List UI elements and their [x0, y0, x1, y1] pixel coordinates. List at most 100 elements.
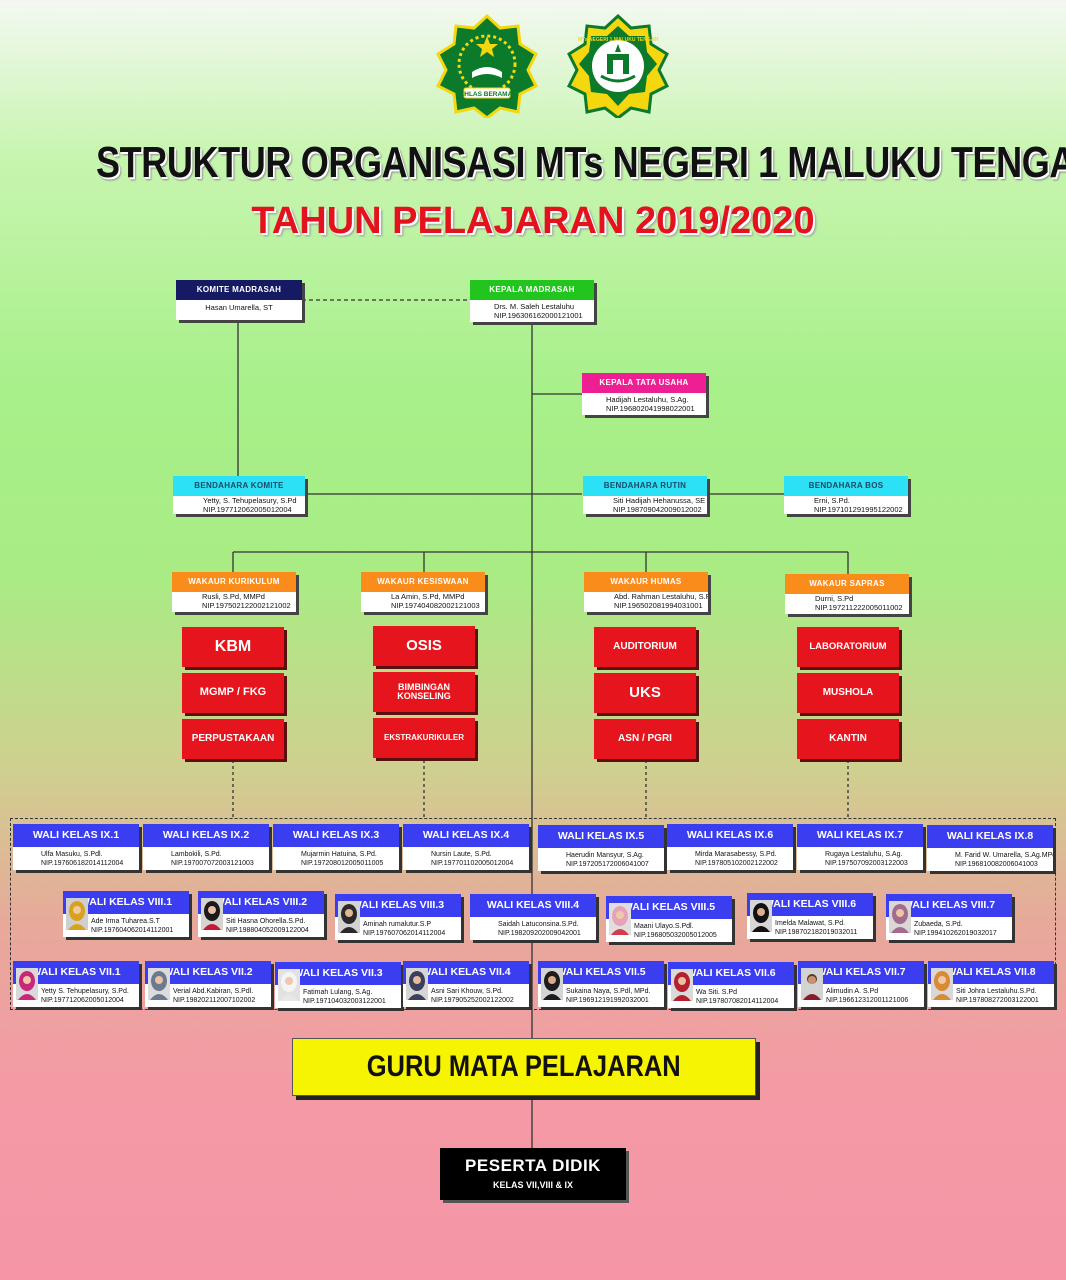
unit-auditorium: AUDITORIUM	[594, 627, 696, 667]
wali-nip: NIP.197701102005012004	[431, 860, 514, 867]
komite-title: KOMITE MADRASAH	[176, 280, 302, 300]
wali-nip: NIP.199410262019032017	[914, 930, 997, 937]
wakaur-kesiswaan-box: WAKAUR KESISWAAN La Amin, S.Pd, MMPd NIP…	[361, 572, 485, 612]
wakaur-humas-name: Abd. Rahman Lestaluhu, S.Pdl	[614, 592, 708, 601]
wali-name: Ulfa Masuku, S.Pdl.	[41, 851, 103, 858]
teacher-photo-icon	[201, 898, 223, 930]
wali-name: Haerudin Mansyur, S.Ag.	[566, 852, 644, 859]
wakaur-sapras-box: WAKAUR SAPRAS Durni, S.Pd NIP.1972112220…	[785, 574, 909, 614]
wali-kelas-card: WALI KELAS IX.8 M. Farid W. Umarella, S.…	[927, 825, 1053, 871]
wakaur-humas-title: WAKAUR HUMAS	[584, 572, 708, 592]
kepala-tata-usaha-box: KEPALA TATA USAHA Hadijah Lestaluhu, S.A…	[582, 373, 706, 415]
peserta-didik-box: PESERTA DIDIK KELAS VII,VIII & IX	[440, 1148, 626, 1200]
bendahara-rutin-nip: NIP.198709042009012002	[613, 505, 702, 514]
kepala-madrasah-box: KEPALA MADRASAH Drs. M. Saleh Lestaluhu …	[470, 280, 594, 322]
wali-nip: NIP.197507092003122003	[825, 860, 908, 867]
unit-asn-pgri: ASN / PGRI	[594, 719, 696, 759]
wali-title: WALI KELAS VII.4	[403, 961, 529, 984]
bendahara-rutin-name: Siti Hadijah Hehanussa, SE	[613, 496, 706, 505]
wali-kelas-card: WALI KELAS IX.5 Haerudin Mansyur, S.Ag. …	[538, 825, 664, 871]
wakaur-humas-nip: NIP.196502081994031001	[614, 601, 703, 610]
wali-name: Siti Johra Lestaluhu.S.Pd.	[956, 988, 1037, 995]
wali-name: Saidah Latuconsina.S.Pd.	[498, 921, 579, 928]
wali-title: WALI KELAS IX.4	[403, 824, 529, 847]
wali-nip: NIP.198209202009042001	[498, 930, 581, 937]
tata-usaha-title: KEPALA TATA USAHA	[582, 373, 706, 393]
wali-nip: NIP.196810082006041003	[955, 861, 1038, 868]
bendahara-rutin-title: BENDAHARA RUTIN	[583, 476, 707, 496]
wali-title: WALI KELAS IX.2	[143, 824, 269, 847]
wali-nip: NIP.197905252002122002	[431, 997, 514, 1004]
teacher-photo-icon	[541, 968, 563, 1000]
unit-kantin: KANTIN	[797, 719, 899, 759]
komite-name: Hasan Umarella, ST	[205, 303, 273, 312]
wali-name: Ade Irma Tuharea.S.T	[91, 918, 160, 925]
wali-kelas-card: WALI KELAS IX.2 Lambokili, S.Pd. NIP.197…	[143, 824, 269, 870]
wali-kelas-area	[10, 818, 1056, 1010]
wali-title: WALI KELAS IX.1	[13, 824, 139, 847]
wali-kelas-card: WALI KELAS VIII.6 Imelda Malawat, S.Pd. …	[747, 893, 873, 939]
wali-nip: NIP.196912191992032001	[566, 997, 649, 1004]
wali-kelas-card: WALI KELAS IX.3 Mujarmin Hatuina, S.Pd. …	[273, 824, 399, 870]
wali-kelas-card: WALI KELAS VII.3 Fatimah Lulang, S.Ag. N…	[275, 962, 401, 1008]
unit-uks: UKS	[594, 673, 696, 713]
unit-perpustakaan: PERPUSTAKAAN	[182, 719, 284, 759]
teacher-photo-icon	[406, 968, 428, 1000]
wali-kelas-card: WALI KELAS IX.6 Mirda Marasabessy, S.Pd.…	[667, 824, 793, 870]
wali-nip: NIP.198702182019032011	[775, 929, 858, 936]
wali-title: WALI KELAS VIII.3	[335, 894, 461, 917]
wali-kelas-card: WALI KELAS VIII.5 Maani Ulayo.S.Pdl. NIP…	[606, 896, 732, 942]
kepala-title: KEPALA MADRASAH	[470, 280, 594, 300]
wali-title: WALI KELAS VIII.1	[63, 891, 189, 914]
wali-title: WALI KELAS IX.3	[273, 824, 399, 847]
unit-osis: OSIS	[373, 626, 475, 666]
guru-mata-pelajaran-box: GURU MATA PELAJARAN	[292, 1038, 756, 1096]
wali-nip: NIP.196612312001121006	[826, 997, 909, 1004]
wali-nip: NIP.197604062014112001	[91, 927, 174, 934]
tata-usaha-nip: NIP.196802041998022001	[606, 404, 695, 413]
wali-nip: NIP.197104032003122001	[303, 998, 386, 1005]
wali-kelas-card: WALI KELAS VIII.2 Siti Hasna Ohorella.S.…	[198, 891, 324, 937]
page-title: STRUKTUR ORGANISASI MTs NEGERI 1 MALUKU …	[95, 138, 1066, 187]
wali-kelas-card: WALI KELAS VIII.7 Zubaeda, S.Pd. NIP.199…	[886, 894, 1012, 940]
wali-title: WALI KELAS VIII.7	[886, 894, 1012, 917]
bendahara-bos-nip: NIP.197101291995122002	[814, 505, 903, 514]
wali-kelas-card: WALI KELAS VII.6 Wa Siti. S.Pd NIP.19780…	[668, 962, 794, 1008]
teacher-photo-icon	[278, 969, 300, 1001]
wali-nip: NIP.197607062014112004	[363, 930, 446, 937]
wali-title: WALI KELAS VII.3	[275, 962, 401, 985]
wali-name: Wa Siti. S.Pd	[696, 989, 737, 996]
wali-title: WALI KELAS IX.6	[667, 824, 793, 847]
wali-nip: NIP.197205172006041007	[566, 861, 649, 868]
wali-name: Alimudin A. S.Pd	[826, 988, 879, 995]
komite-madrasah-box: KOMITE MADRASAH Hasan Umarella, ST	[176, 280, 302, 320]
wali-name: Aminah rumalutur.S.P	[363, 921, 432, 928]
unit-bimbingan-konseling: BIMBINGAN KONSELING	[373, 672, 475, 712]
peserta-title: PESERTA DIDIK	[465, 1156, 601, 1175]
wali-name: Yetty S. Tehupelasury, S.Pd.	[41, 988, 129, 995]
wakaur-kesiswaan-name: La Amin, S.Pd, MMPd	[391, 592, 465, 601]
wali-kelas-card: WALI KELAS VII.1 Yetty S. Tehupelasury, …	[13, 961, 139, 1007]
bendahara-bos-name: Erni, S.Pd.	[814, 496, 850, 505]
wali-title: WALI KELAS VII.5	[538, 961, 664, 984]
teacher-photo-icon	[750, 900, 772, 932]
wali-name: Lambokili, S.Pd.	[171, 851, 222, 858]
teacher-photo-icon	[931, 968, 953, 1000]
wali-name: Verial Abd.Kabiran, S.Pdl.	[173, 988, 254, 995]
unit-mgmp-fkg: MGMP / FKG	[182, 673, 284, 713]
bendahara-komite-nip: NIP.197712062005012004	[203, 505, 292, 514]
wali-nip: NIP.198202112007102002	[173, 997, 256, 1004]
wali-kelas-card: WALI KELAS VIII.4 Saidah Latuconsina.S.P…	[470, 894, 596, 940]
wali-kelas-card: WALI KELAS VII.7 Alimudin A. S.Pd NIP.19…	[798, 961, 924, 1007]
wali-nip: NIP.197007072003121003	[171, 860, 254, 867]
wali-title: WALI KELAS IX.5	[538, 825, 664, 848]
wali-name: Mirda Marasabessy, S.Pd.	[695, 851, 777, 858]
wali-title: WALI KELAS VII.8	[928, 961, 1054, 984]
wali-title: WALI KELAS VIII.6	[747, 893, 873, 916]
teacher-photo-icon	[66, 898, 88, 930]
wali-nip: NIP.198804052009122004	[226, 927, 309, 934]
wakaur-sapras-nip: NIP.197211222005011002	[815, 603, 903, 612]
teacher-photo-icon	[671, 969, 693, 1001]
wali-kelas-card: WALI KELAS IX.4 Nursin Laute, S.Pd. NIP.…	[403, 824, 529, 870]
tata-usaha-name: Hadijah Lestaluhu, S.Ag.	[606, 395, 689, 404]
